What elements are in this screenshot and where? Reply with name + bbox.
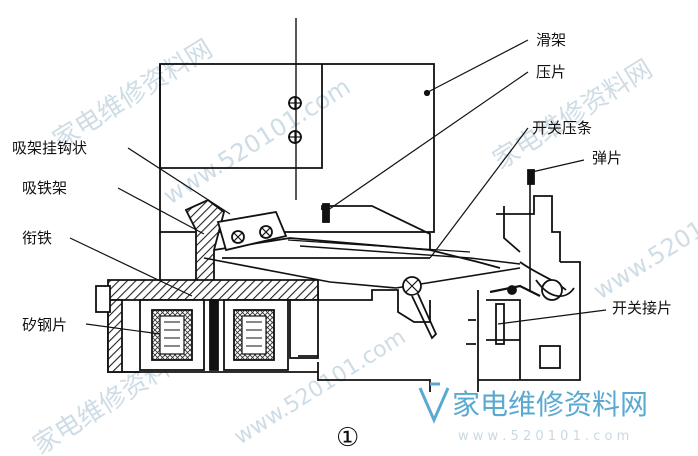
logo-url-text: w w w . 5 2 0 1 0 1 . c o m bbox=[458, 429, 629, 444]
label-switch-press-bar: 开关压条 bbox=[532, 119, 592, 137]
leader-press-plate bbox=[327, 71, 529, 211]
label-slide-frame: 滑架 bbox=[536, 31, 566, 49]
watermark-brand-2: 家电维修资料网 bbox=[488, 54, 658, 176]
leader-lines bbox=[69, 39, 607, 335]
labels: 滑架 压片 开关压条 弹片 吸架挂钩状 吸铁架 衔铁 矽钢片 开关接片 ① bbox=[12, 31, 672, 453]
hook-plate-shape bbox=[216, 210, 288, 252]
figure-number: ① bbox=[336, 423, 359, 453]
iron-frame-shape bbox=[184, 198, 226, 291]
relay-drawing bbox=[95, 18, 581, 392]
leader-switch-contact bbox=[497, 309, 607, 325]
leader-hook bbox=[127, 147, 231, 215]
leader-armature bbox=[69, 237, 193, 297]
leader-switch-press-bar bbox=[429, 127, 529, 259]
label-press-plate: 压片 bbox=[536, 63, 566, 81]
label-hook: 吸架挂钩状 bbox=[12, 139, 87, 157]
label-silicon-steel: 矽钢片 bbox=[22, 316, 67, 334]
label-iron-frame: 吸铁架 bbox=[22, 179, 67, 197]
leader-silicon-steel bbox=[85, 323, 161, 335]
label-spring-plate: 弹片 bbox=[592, 149, 622, 167]
switch-contact-shape bbox=[489, 284, 541, 297]
watermark-brand-1: 家电维修资料网 bbox=[48, 34, 218, 156]
watermark-url-2: www.520101.com bbox=[588, 168, 698, 306]
watermark-logo: 家电维修资料网 w w w . 5 2 0 1 0 1 . c o m bbox=[418, 382, 648, 444]
logo-brand-text: 家电维修资料网 bbox=[452, 388, 648, 421]
coil-frame-hatched bbox=[107, 279, 319, 301]
leader-iron-frame bbox=[117, 187, 205, 235]
leader-slide-frame bbox=[427, 39, 529, 93]
leader-spring-plate bbox=[531, 159, 585, 173]
logo-icon bbox=[418, 387, 450, 424]
armature-shape bbox=[203, 257, 521, 289]
label-switch-contact: 开关接片 bbox=[612, 299, 672, 317]
watermark-url-1: www.520101.com bbox=[158, 73, 355, 211]
label-armature: 衔铁 bbox=[22, 229, 52, 247]
